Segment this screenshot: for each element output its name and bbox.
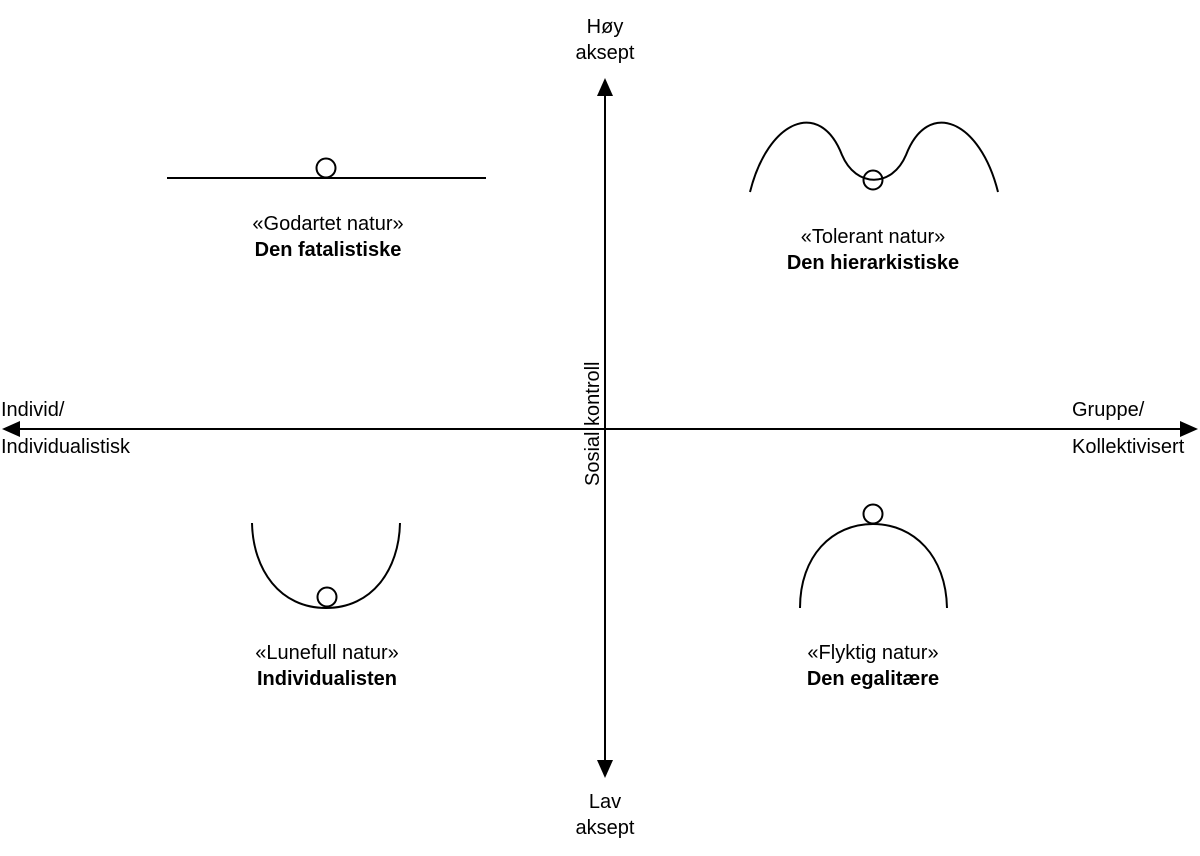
right-axis-label-line1: Gruppe/ — [1072, 399, 1145, 421]
quadrant-top-left-nature: «Godartet natur» — [252, 213, 404, 235]
quadrant-bottom-right-label: «Flyktig natur» Den egalitære — [807, 640, 939, 692]
double-hump-curve-tolerant-nature — [749, 121, 999, 193]
ball-benign-nature — [315, 157, 337, 179]
quadrant-bottom-left-nature: «Lunefull natur» — [255, 642, 399, 664]
quadrant-bottom-right-nature: «Flyktig natur» — [807, 642, 939, 664]
quadrant-bottom-left-label: «Lunefull natur» Individualisten — [255, 640, 398, 692]
quadrant-top-right-nature: «Tolerant natur» — [800, 226, 946, 248]
quadrant-top-left-label: «Godartet natur» Den fatalistiske — [252, 211, 403, 263]
vertical-axis-label: Sosial kontroll — [582, 361, 604, 486]
valley-curve-capricious-nature — [251, 522, 401, 610]
hill-curve-ephemeral-nature — [799, 522, 948, 609]
arrowhead-up — [597, 78, 613, 96]
bottom-axis-label-line1: Lav — [588, 791, 622, 813]
right-axis-label-line2: Kollektivisert — [1072, 436, 1185, 458]
ball-capricious-nature — [316, 586, 338, 608]
quadrant-top-right-type: Den hierarkistiske — [786, 252, 960, 274]
top-axis-label-line2: aksept — [575, 42, 635, 64]
arrowhead-down — [597, 760, 613, 778]
bottom-axis-label-line2: aksept — [575, 817, 635, 839]
arrowhead-right — [1180, 421, 1198, 437]
arrowhead-left — [2, 421, 20, 437]
quadrant-bottom-left-type: Individualisten — [256, 668, 398, 690]
ball-tolerant-nature — [862, 169, 884, 191]
quadrant-top-left-type: Den fatalistiske — [254, 239, 402, 261]
left-axis-label-line2: Individualistisk — [1, 436, 130, 458]
top-axis-label-line1: Høy — [586, 16, 624, 38]
bottom-axis-label: Lav aksept — [576, 789, 635, 841]
quadrant-bottom-right-type: Den egalitære — [806, 668, 940, 690]
quadrant-top-right-label: «Tolerant natur» Den hierarkistiske — [787, 224, 959, 276]
top-axis-label: Høy aksept — [576, 14, 635, 66]
left-axis-label-line1: Individ/ — [1, 399, 65, 421]
ball-ephemeral-nature — [862, 503, 884, 525]
